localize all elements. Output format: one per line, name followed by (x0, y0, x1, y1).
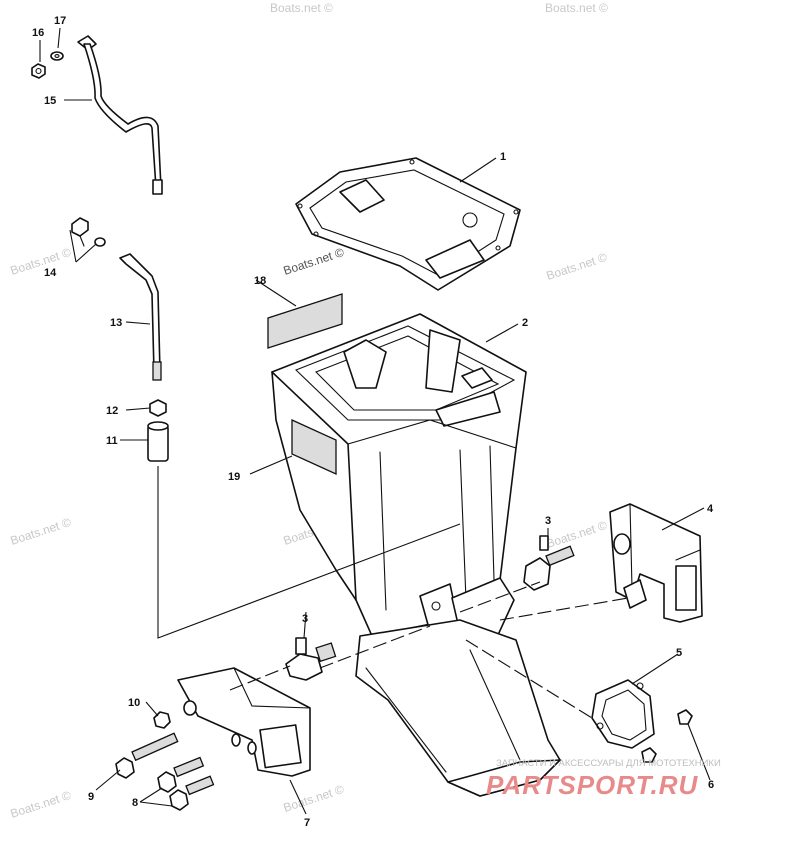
callout-19: 19 (228, 471, 240, 483)
rod-13 (119, 253, 162, 381)
callout-4: 4 (707, 503, 714, 515)
bolt-8-upper (157, 756, 205, 793)
callout-1: 1 (500, 151, 506, 163)
nut-12 (149, 399, 167, 417)
gasket-1 (295, 157, 521, 291)
brand-logo: PARTSPORT.RU (486, 770, 699, 800)
cover-5 (591, 679, 655, 749)
screw-6 (641, 709, 693, 763)
callout-leaders (39, 27, 711, 815)
mount-stud-3-lower (285, 637, 337, 681)
callout-3-lower: 3 (302, 613, 308, 625)
callout-17: 17 (54, 15, 66, 27)
callout-5: 5 (676, 647, 682, 659)
watermark: Boats.net © (9, 245, 73, 278)
callout-14: 14 (44, 267, 57, 279)
watermark: Boats.net © (545, 1, 608, 15)
nut-16 (31, 63, 46, 79)
bolt-8-lower (169, 775, 215, 811)
brand-tagline: ЗАПЧАСТИ И АКСЕССУАРЫ ДЛЯ МОТОТЕХНИКИ (496, 758, 721, 769)
callout-15: 15 (44, 95, 56, 107)
callout-9: 9 (88, 791, 94, 803)
decal-19 (291, 418, 337, 476)
watermark: Boats.net © (282, 245, 346, 278)
mount-bracket-7 (177, 667, 311, 777)
washer-14 (94, 237, 106, 247)
watermark: Boats.net © (282, 782, 346, 815)
callout-11: 11 (106, 435, 118, 447)
driveshaft-housing-2 (271, 313, 527, 651)
watermark: Boats.net © (545, 518, 609, 551)
callout-8: 8 (132, 797, 138, 809)
mount-stud-3-upper (523, 535, 575, 591)
washer-17 (50, 51, 64, 61)
assembly-lines (157, 466, 629, 719)
callout-13: 13 (110, 317, 122, 329)
callout-3-upper: 3 (545, 515, 551, 527)
callout-labels: 1 2 3 3 4 5 6 7 8 9 10 11 12 13 14 15 16… (32, 15, 714, 829)
bolt-9 (115, 732, 179, 779)
watermark: Boats.net © (270, 1, 333, 15)
bolt-14 (71, 217, 89, 247)
callout-2: 2 (522, 317, 528, 329)
callout-18: 18 (254, 275, 266, 287)
callout-10: 10 (128, 697, 140, 709)
watermark: Boats.net © (545, 250, 609, 283)
mount-bracket-4 (609, 503, 703, 623)
callout-16: 16 (32, 27, 44, 39)
watermark: Boats.net © (9, 515, 73, 548)
decal-18 (267, 293, 343, 349)
callout-6: 6 (708, 779, 714, 791)
sleeve-11 (147, 421, 169, 462)
gearcase-lower (355, 619, 561, 797)
callout-7: 7 (304, 817, 310, 829)
watermark: Boats.net © (9, 788, 73, 821)
brand-watermark: ЗАПЧАСТИ И АКСЕССУАРЫ ДЛЯ МОТОТЕХНИКИ PA… (486, 758, 721, 800)
callout-12: 12 (106, 405, 118, 417)
shift-rod-15 (77, 35, 163, 195)
